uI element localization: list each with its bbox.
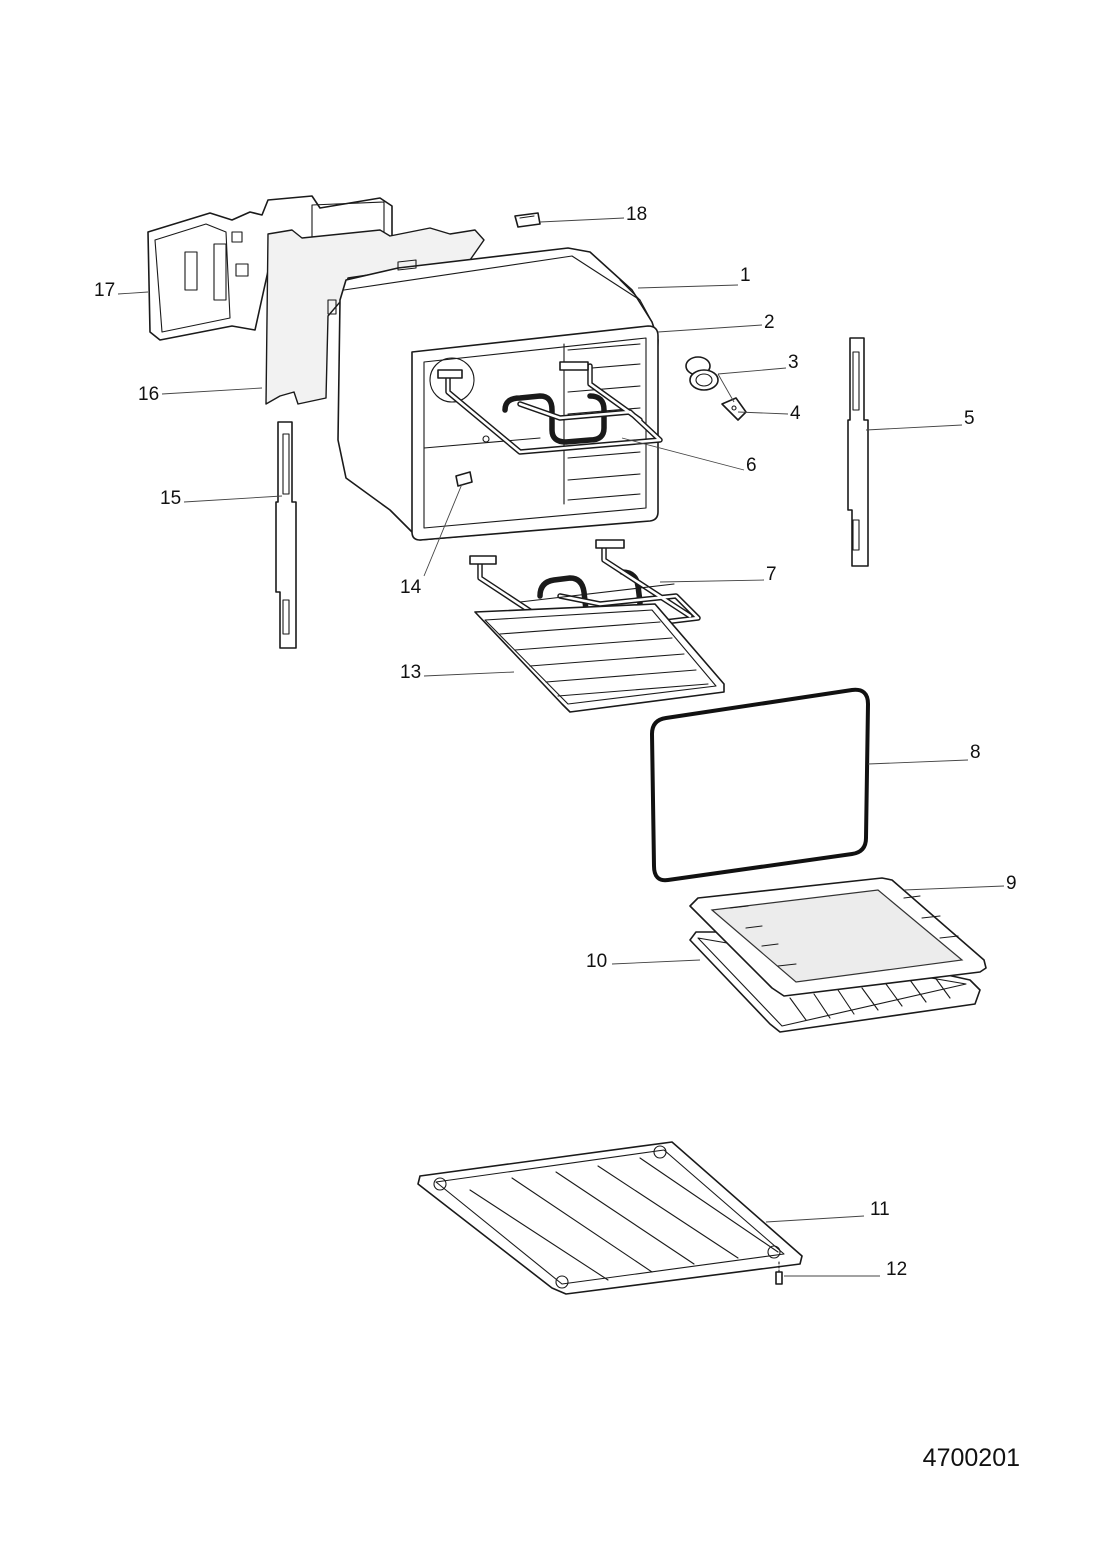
part-18-clip (514, 212, 541, 228)
callout-13: 13 (400, 662, 421, 683)
callout-9: 9 (1006, 873, 1017, 894)
callout-labels: 1 2 3 4 5 6 7 8 9 10 11 12 13 14 15 16 1… (94, 204, 1017, 1280)
callout-1: 1 (740, 265, 751, 286)
callout-12: 12 (886, 1259, 907, 1280)
callout-15: 15 (160, 488, 181, 509)
part-17-rear-bracket (147, 195, 393, 341)
part-14-connector (455, 471, 473, 487)
callout-10: 10 (586, 951, 607, 972)
part-9-baking-tray (689, 877, 987, 997)
callout-18: 18 (626, 204, 647, 225)
callout-3: 3 (788, 352, 799, 373)
callout-14: 14 (400, 577, 422, 598)
part-15-left-side-runner (275, 421, 297, 649)
part-7-lower-heating-element (469, 539, 701, 637)
callout-7: 7 (766, 564, 777, 585)
part-3-oven-lamp (685, 356, 719, 391)
part-5-right-side-runner (847, 337, 869, 567)
part-2-front-frame (411, 325, 659, 541)
part-6-upper-heating-element (437, 361, 663, 455)
callout-11: 11 (870, 1199, 890, 1220)
callout-6: 6 (746, 455, 757, 476)
part-12-screw (775, 1261, 783, 1285)
callout-8: 8 (970, 742, 981, 763)
part-13-drip-tray (474, 603, 725, 713)
callout-4: 4 (790, 403, 801, 424)
callout-16: 16 (138, 384, 159, 405)
leader-lines (117, 217, 1005, 1277)
callout-17: 17 (94, 280, 115, 301)
part-8-door-gasket (650, 687, 870, 883)
callout-5: 5 (964, 408, 975, 429)
part-11-base-plate (417, 1141, 803, 1295)
document-number: 4700201 (923, 1444, 1020, 1472)
callout-2: 2 (764, 312, 775, 333)
